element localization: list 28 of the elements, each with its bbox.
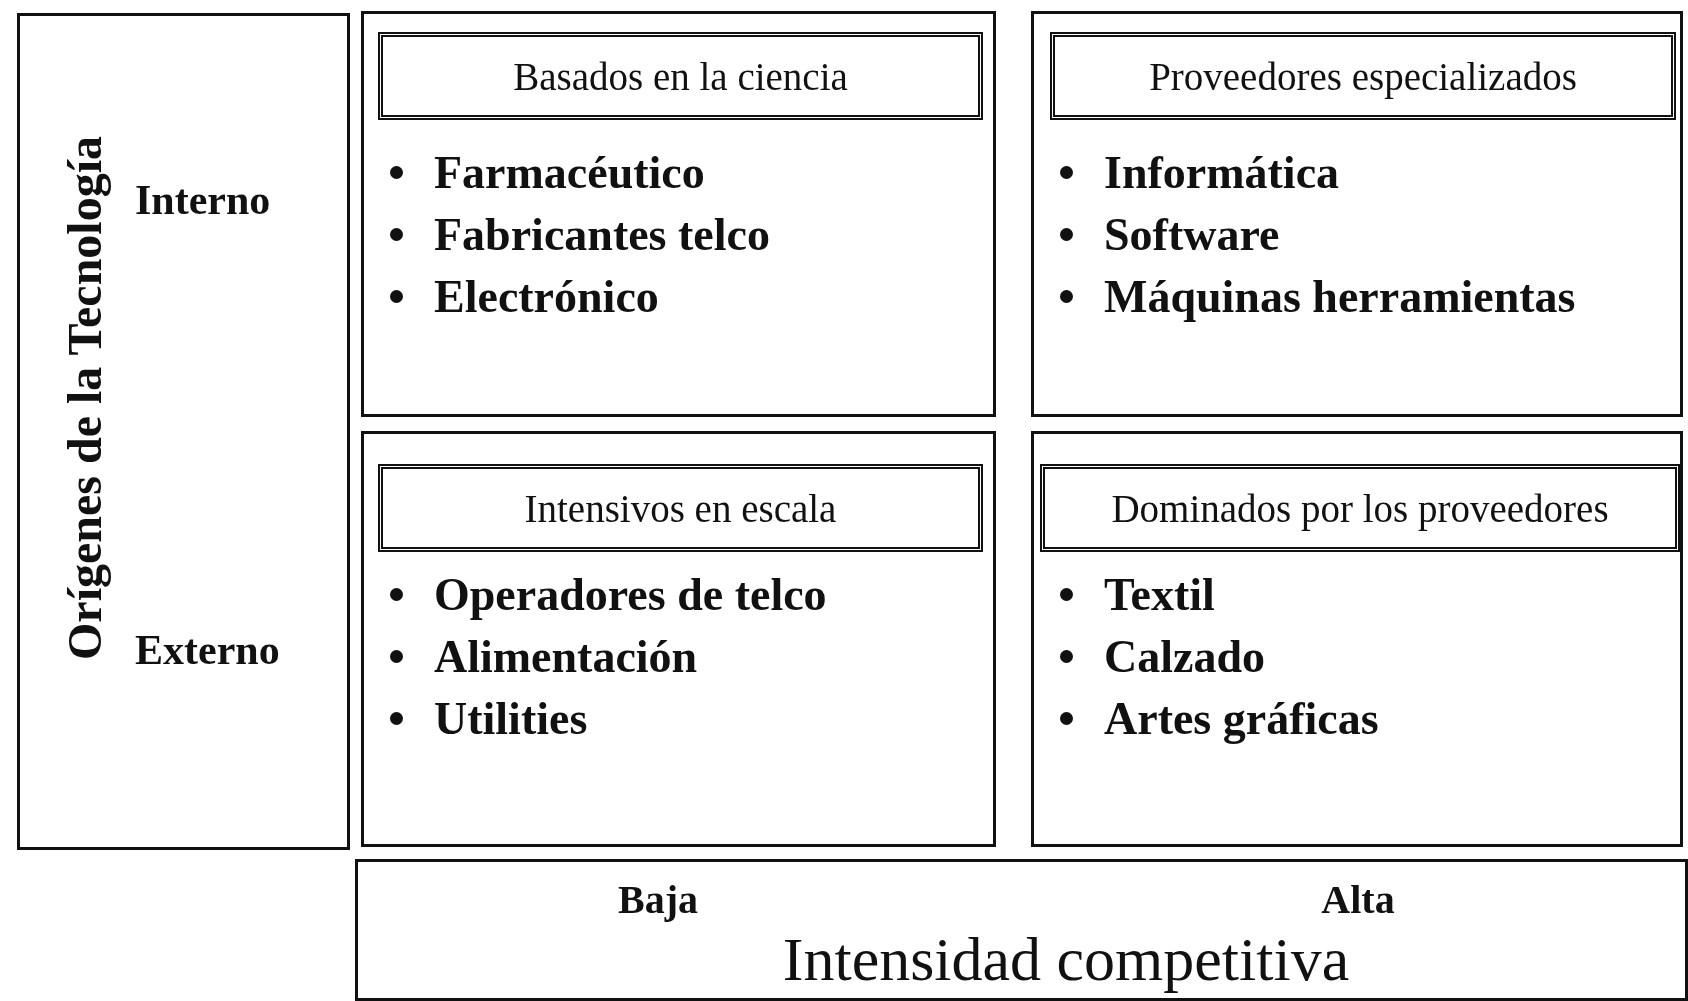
axis-title: Intensidad competitiva — [782, 924, 1350, 995]
category-header: Intensivos en escala — [378, 464, 983, 552]
axis-category-label: Alta — [1321, 876, 1395, 923]
quadrant-panel — [1031, 431, 1683, 847]
category-header: Dominados por los proveedores — [1040, 464, 1680, 552]
list-item: Utilities — [434, 688, 827, 750]
quadrant-panel — [361, 11, 996, 417]
list-item: Máquinas herramientas — [1104, 266, 1576, 328]
list-item: Farmacéutico — [434, 142, 770, 204]
list-item: Alimentación — [434, 626, 827, 688]
list-item: Operadores de telco — [434, 564, 827, 626]
list-item: Calzado — [1104, 626, 1379, 688]
list-item: Artes gráficas — [1104, 688, 1379, 750]
axis-category-label: Baja — [618, 876, 698, 923]
axis-category-label: Externo — [135, 626, 280, 674]
axis-category-label: Interno — [135, 176, 271, 224]
list-item: Software — [1104, 204, 1576, 266]
list-item: Informática — [1104, 142, 1576, 204]
axis-panel — [355, 859, 1688, 1001]
list-item: Electrónico — [434, 266, 770, 328]
quadrant-panel — [1031, 11, 1683, 417]
axis-title: Orígenes de la Tecnología — [56, 136, 112, 660]
list-item: Fabricantes telco — [434, 204, 770, 266]
axis-panel — [17, 13, 350, 850]
category-header: Proveedores especializados — [1050, 32, 1676, 120]
category-header: Basados en la ciencia — [378, 32, 983, 120]
list-item: Textil — [1104, 564, 1379, 626]
quadrant-panel — [361, 431, 996, 847]
